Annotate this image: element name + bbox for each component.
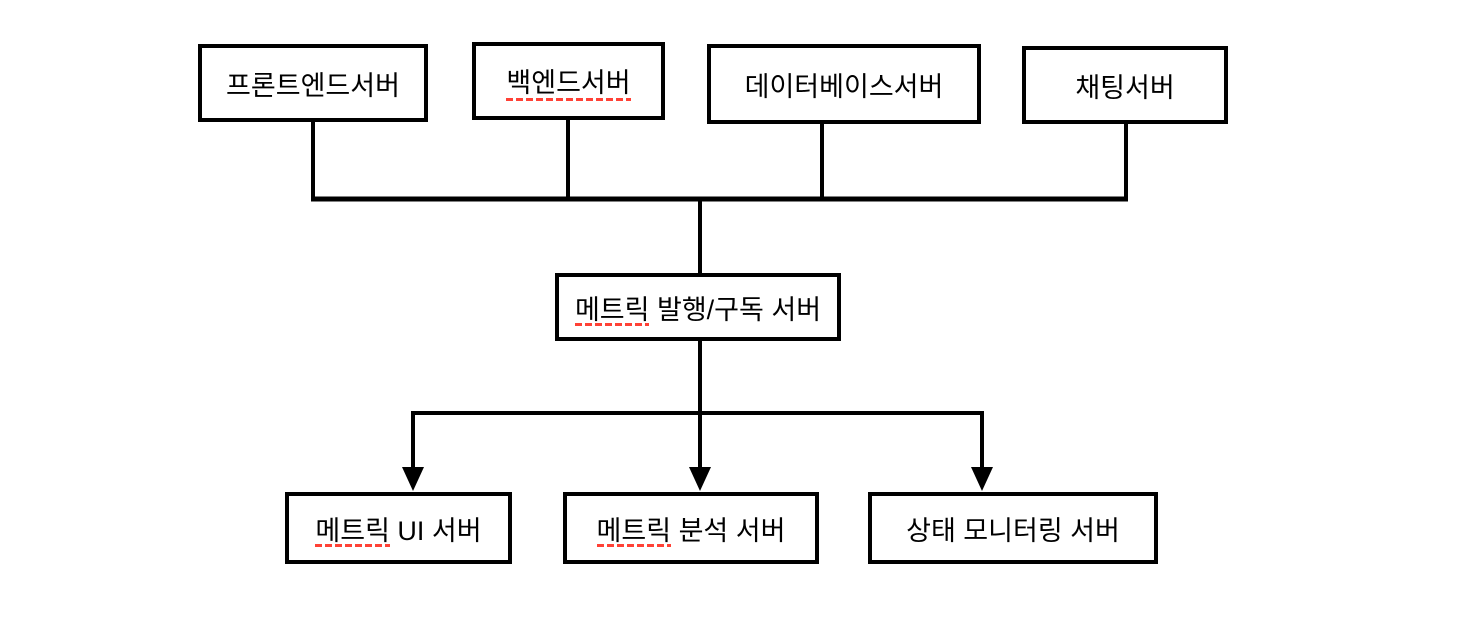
node-chat-server: 채팅서버: [1022, 46, 1228, 124]
label-rest: UI 서버: [389, 515, 482, 546]
misspelled-word: 메트릭: [596, 515, 672, 547]
node-backend-server: 백엔드서버: [472, 42, 665, 120]
node-status-monitoring-server-label: 상태 모니터링 서버: [906, 515, 1120, 546]
misspelled-word: 메트릭: [315, 515, 390, 547]
label-rest: 발행/구독 서버: [649, 294, 822, 325]
node-status-monitoring-server: 상태 모니터링 서버: [868, 492, 1158, 564]
node-database-server: 데이터베이스서버: [707, 44, 981, 124]
node-metric-pubsub-server: 메트릭 발행/구독 서버: [555, 273, 841, 341]
arrowhead-metric-analysis: [689, 467, 711, 491]
node-frontend-server-label: 프론트엔드서버: [226, 70, 400, 101]
node-metric-ui-server-label: 메트릭 UI 서버: [315, 509, 482, 548]
node-frontend-server: 프론트엔드서버: [198, 44, 428, 122]
node-chat-server-label: 채팅서버: [1075, 72, 1175, 103]
misspelled-word: 메트릭: [574, 294, 650, 326]
bus-line-bottom: [411, 411, 984, 470]
node-metric-analysis-server-label: 메트릭 분석 서버: [596, 509, 786, 548]
arrowhead-status-monitor: [971, 467, 993, 491]
arrowhead-metric-ui: [402, 467, 424, 491]
label-rest: 분석 서버: [671, 515, 786, 546]
node-metric-analysis-server: 메트릭 분석 서버: [563, 492, 819, 564]
node-database-server-label: 데이터베이스서버: [744, 71, 944, 102]
node-metric-pubsub-server-label: 메트릭 발행/구독 서버: [574, 288, 822, 327]
node-metric-ui-server: 메트릭 UI 서버: [285, 492, 512, 564]
node-backend-server-label: 백엔드서버: [506, 61, 631, 101]
